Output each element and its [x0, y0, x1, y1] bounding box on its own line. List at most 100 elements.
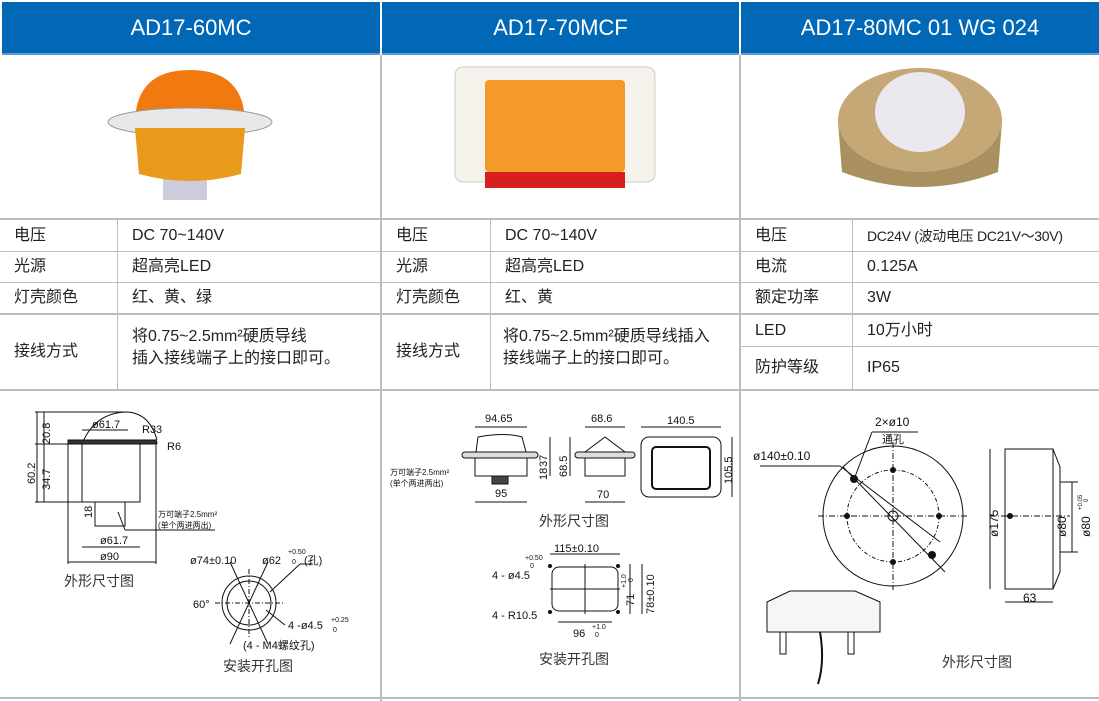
spec-value: DC 70~140V: [490, 220, 739, 252]
divider: [0, 389, 1099, 391]
spec-label: 接线方式: [14, 343, 79, 360]
dim-label: 68.5: [558, 456, 570, 477]
spec-value: 10万小时: [852, 315, 1099, 347]
dimension-drawing-ad17-70mcf: 94.65 37 68.5 18 95 68.6 70 140.5 105.5 …: [390, 413, 735, 640]
divider: [0, 218, 1099, 220]
spec-label: 电压: [0, 220, 117, 252]
dim-label: ø175: [987, 509, 1001, 537]
dim-label: +0.05: [1078, 494, 1084, 510]
dim-label: 94.65: [485, 413, 513, 425]
dim-label: 0: [292, 559, 296, 566]
spec-label: 电压: [741, 220, 852, 252]
spec-label: 电压: [382, 220, 490, 252]
dim-label: ø61.7: [92, 419, 120, 431]
spec-label: 电流: [741, 252, 852, 283]
spec-line: 插入接线端子上的接口即可。: [132, 350, 341, 367]
spec-value: 超高亮LED: [490, 252, 739, 283]
hole-caption: 安装开孔图: [539, 652, 609, 668]
dim-label: 37: [538, 455, 550, 467]
dim-label: R6: [167, 441, 181, 453]
dim-label: 通孔: [882, 433, 904, 446]
terminal-note: (单个两进两出): [158, 520, 212, 530]
dim-label: (孔): [304, 554, 322, 567]
product-header-1: AD17-60MC: [2, 2, 380, 55]
spec-line: 接线端子上的接口即可。: [503, 350, 680, 367]
dim-label: 4 -ø4.5: [288, 620, 323, 632]
dim-label: 78±0.10: [645, 574, 657, 614]
outline-caption: 外形尺寸图: [64, 574, 134, 590]
dim-label: 34.7: [41, 469, 53, 490]
dim-label: 105.5: [723, 456, 735, 484]
spec-label: 光源: [0, 252, 117, 283]
spec-label: 防护等级: [755, 359, 820, 376]
spec-value: 将0.75~2.5mm²硬质导线插入接线端子上的接口即可。: [490, 315, 739, 389]
spec-value: 红、黄: [490, 283, 739, 315]
terminal-note: 万可端子2.5mm²: [390, 467, 449, 477]
spec-value: DC24V (波动电压 DC21V～30V): [852, 220, 1099, 252]
terminal-note: (单个两进两出): [390, 478, 444, 488]
dim-label: 71: [625, 594, 637, 606]
dim-label: 70: [597, 489, 609, 501]
column-divider: [380, 55, 382, 701]
dim-label: 0: [333, 627, 337, 634]
dim-label: ø62: [262, 555, 281, 567]
spec-value: 超高亮LED: [117, 252, 380, 283]
spec-value: DC 70~140V: [117, 220, 380, 252]
dim-label: 18: [83, 506, 95, 518]
product-photo-ad17-80mc: [838, 68, 1002, 187]
dim-label: 18: [538, 468, 550, 480]
dim-label: +0.25: [331, 617, 349, 624]
dim-label: R33: [142, 424, 162, 436]
dim-label: 4 - ø4.5: [492, 570, 530, 582]
product-photo-ad17-60mc: [107, 70, 273, 200]
divider: [0, 697, 1099, 699]
dim-label: 20.8: [41, 423, 53, 444]
product-header-2: AD17-70MCF: [382, 2, 739, 55]
dim-label: ø80: [1079, 516, 1093, 537]
dim-label: 0: [530, 563, 534, 570]
spec-value: IP65: [852, 347, 1099, 389]
terminal-note: 万可端子2.5mm²: [158, 509, 217, 519]
spec-label: 接线方式: [396, 343, 461, 360]
spec-value: 3W: [852, 283, 1099, 315]
dim-label: 2×ø10: [875, 415, 910, 429]
dim-label: 68.6: [591, 413, 612, 425]
dim-label: 63: [1023, 591, 1037, 605]
spec-label: LED: [741, 315, 852, 347]
dim-label: +1.0: [592, 624, 606, 631]
dimension-drawing-ad17-80mc: 2×ø10 通孔 ø140±0.10 ø175 ø80 ø80 +0.05 0 …: [753, 415, 1093, 685]
dim-label: +0.50: [525, 555, 543, 562]
spec-value: 红、黄、绿: [117, 283, 380, 315]
spec-value: 0.125A: [852, 252, 1099, 283]
dim-label: 60°: [193, 599, 210, 611]
dim-label: 0: [1084, 498, 1090, 502]
product-header-3: AD17-80MC 01 WG 024: [741, 2, 1099, 55]
outline-caption: 外形尺寸图: [539, 514, 609, 530]
outline-caption: 外形尺寸图: [942, 655, 1012, 671]
spec-label: 灯壳颜色: [382, 283, 490, 315]
dim-label: 96: [573, 628, 585, 640]
dimension-drawing-ad17-60mc: ø61.7 R33 R6 60.2 20.8 34.7 18 ø61.7 ø90…: [26, 411, 349, 652]
dim-label: 60.2: [26, 463, 38, 484]
dim-label: ø74±0.10: [190, 555, 236, 567]
dim-label: ø61.7: [100, 535, 128, 547]
spec-line: 将0.75~2.5mm²硬质导线: [132, 328, 307, 345]
dim-label: 95: [495, 488, 507, 500]
spec-value: 将0.75~2.5mm²硬质导线插入接线端子上的接口即可。: [117, 315, 380, 389]
product-photo-ad17-70mcf: [454, 66, 656, 188]
dim-label: 140.5: [667, 415, 695, 427]
spec-label: 额定功率: [741, 283, 852, 315]
dim-label: +0.50: [288, 549, 306, 556]
dim-label: ø90: [100, 551, 119, 563]
spec-line: 将0.75~2.5mm²硬质导线插入: [503, 328, 710, 345]
column-divider: [739, 55, 741, 701]
dim-label: 4 - R10.5: [492, 610, 537, 622]
dim-label: ø80: [1055, 516, 1069, 537]
dim-label: 0: [628, 578, 635, 582]
spec-label: 光源: [382, 252, 490, 283]
dim-label: 115±0.10: [554, 543, 599, 555]
dim-label: +1.0: [621, 574, 628, 588]
dim-label: 0: [595, 632, 599, 639]
spec-label: 灯壳颜色: [0, 283, 117, 315]
dim-label: (4 - M4螺纹孔): [243, 638, 315, 652]
